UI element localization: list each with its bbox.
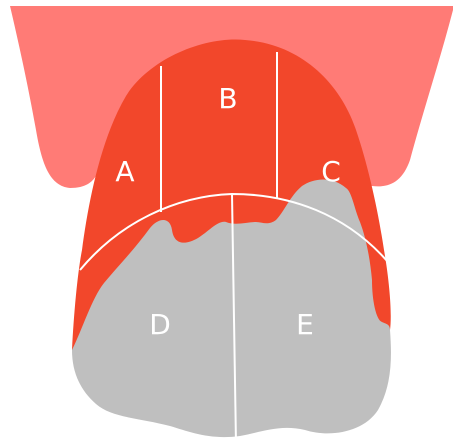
region-label-a: A [115,155,134,188]
region-label-c: C [321,155,341,188]
region-label-b: B [218,82,237,115]
region-label-e: E [296,308,314,341]
region-label-d: D [149,308,171,341]
